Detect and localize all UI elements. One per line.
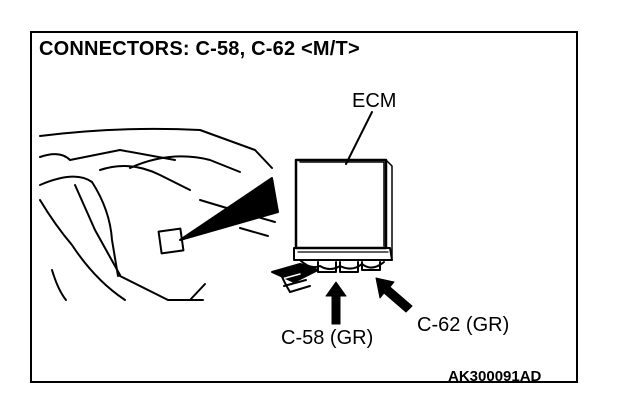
connector-c58-label: C-58 (GR)	[281, 327, 374, 349]
c58-arrow	[325, 281, 347, 325]
connector-c62-label: C-62 (GR)	[417, 314, 510, 336]
pointer-wedge	[179, 177, 279, 241]
diagram-frame	[30, 31, 578, 383]
ecm-module	[293, 158, 393, 261]
diagram-title: CONNECTORS: C-58, C-62 <M/T>	[39, 38, 360, 60]
ecm-mount-box	[157, 227, 185, 255]
connector-bundle	[271, 259, 385, 293]
figure-code: AK300091AD	[448, 368, 542, 385]
c62-arrow	[375, 277, 413, 313]
ecm-leader-line	[345, 111, 373, 165]
ecm-label: ECM	[352, 90, 397, 112]
